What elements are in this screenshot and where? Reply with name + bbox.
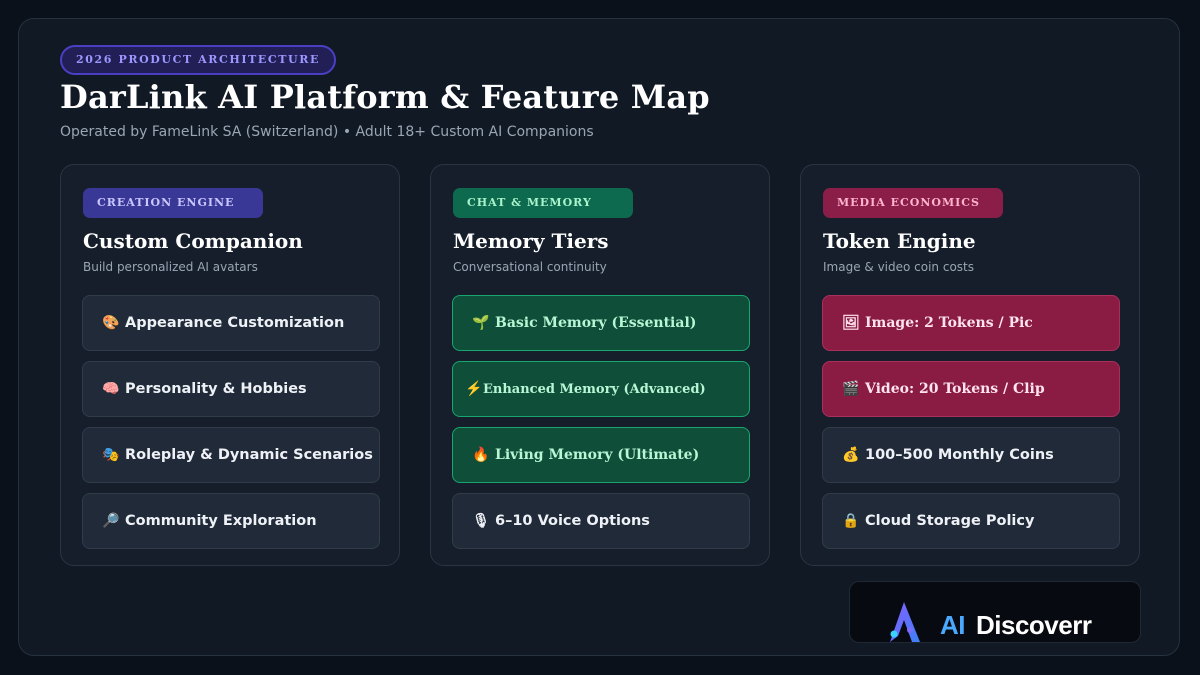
tier-living-memory: 🔥 Living Memory (Ultimate) xyxy=(452,427,750,483)
cost-image-tokens: 🖼 Image: 2 Tokens / Pic xyxy=(822,295,1120,351)
feature-label: Personality & Hobbies xyxy=(125,381,307,397)
microphone-icon: 🎙 xyxy=(472,513,490,529)
brand-accent-text: AI xyxy=(940,610,966,640)
theater-masks-icon: 🎭 xyxy=(102,447,120,463)
tier-basic-memory: 🌱 Basic Memory (Essential) xyxy=(452,295,750,351)
cloud-storage-policy: 🔒 Cloud Storage Policy xyxy=(822,493,1120,549)
feature-label: 100–500 Monthly Coins xyxy=(865,447,1054,463)
feature-voice-options: 🎙 6–10 Voice Options xyxy=(452,493,750,549)
lock-icon: 🔒 xyxy=(842,513,860,529)
tier-enhanced-memory: ⚡ Enhanced Memory (Advanced) xyxy=(452,361,750,417)
magnifier-icon: 🔎 xyxy=(102,513,120,529)
chat-memory-card: CHAT & MEMORY Memory Tiers Conversationa… xyxy=(430,164,770,566)
feature-community-exploration: 🔎 Community Exploration xyxy=(82,493,380,549)
seedling-icon: 🌱 xyxy=(472,315,490,331)
memory-tiers-subtitle: Conversational continuity xyxy=(453,260,607,274)
feature-label: Roleplay & Dynamic Scenarios xyxy=(125,447,373,463)
feature-label: Community Exploration xyxy=(125,513,317,529)
clapperboard-icon: 🎬 xyxy=(842,381,860,397)
palette-icon: 🎨 xyxy=(102,315,120,331)
creation-engine-card: CREATION ENGINE Custom Companion Build p… xyxy=(60,164,400,566)
brand-name-text: Discoverr xyxy=(976,610,1092,640)
aidiscoverr-logo-icon xyxy=(890,602,920,642)
creation-engine-tag: CREATION ENGINE xyxy=(83,188,263,218)
brand-badge: AI Discoverr xyxy=(849,581,1141,643)
feature-label: Video: 20 Tokens / Clip xyxy=(865,381,1045,397)
media-economics-tag: MEDIA ECONOMICS xyxy=(823,188,1003,218)
memory-tiers-title: Memory Tiers xyxy=(453,229,609,253)
creation-engine-title: Custom Companion xyxy=(83,229,303,253)
chat-memory-tag: CHAT & MEMORY xyxy=(453,188,633,218)
feature-appearance-customization: 🎨 Appearance Customization xyxy=(82,295,380,351)
feature-roleplay-scenarios: 🎭 Roleplay & Dynamic Scenarios xyxy=(82,427,380,483)
cost-video-tokens: 🎬 Video: 20 Tokens / Clip xyxy=(822,361,1120,417)
creation-engine-subtitle: Build personalized AI avatars xyxy=(83,260,258,274)
picture-icon: 🖼 xyxy=(842,315,860,331)
money-bag-icon: 💰 xyxy=(842,447,860,463)
feature-label: Image: 2 Tokens / Pic xyxy=(865,315,1033,331)
feature-label: Appearance Customization xyxy=(125,315,345,331)
eyebrow-pill: 2026 PRODUCT ARCHITECTURE xyxy=(60,45,336,75)
flame-icon: 🔥 xyxy=(472,447,490,463)
page-subtitle: Operated by FameLink SA (Switzerland) • … xyxy=(60,124,594,140)
feature-label: 6–10 Voice Options xyxy=(495,513,650,529)
feature-label: Cloud Storage Policy xyxy=(865,513,1035,529)
token-engine-title: Token Engine xyxy=(823,229,976,253)
page-title: DarLink AI Platform & Feature Map xyxy=(60,78,710,116)
brain-icon: 🧠 xyxy=(102,381,120,397)
lightning-icon: ⚡ xyxy=(465,381,483,397)
monthly-coins: 💰 100–500 Monthly Coins xyxy=(822,427,1120,483)
media-economics-card: MEDIA ECONOMICS Token Engine Image & vid… xyxy=(800,164,1140,566)
feature-personality-hobbies: 🧠 Personality & Hobbies xyxy=(82,361,380,417)
feature-label: Enhanced Memory (Advanced) xyxy=(483,381,706,397)
feature-label: Living Memory (Ultimate) xyxy=(495,447,700,463)
token-engine-subtitle: Image & video coin costs xyxy=(823,260,975,274)
feature-label: Basic Memory (Essential) xyxy=(495,315,697,331)
